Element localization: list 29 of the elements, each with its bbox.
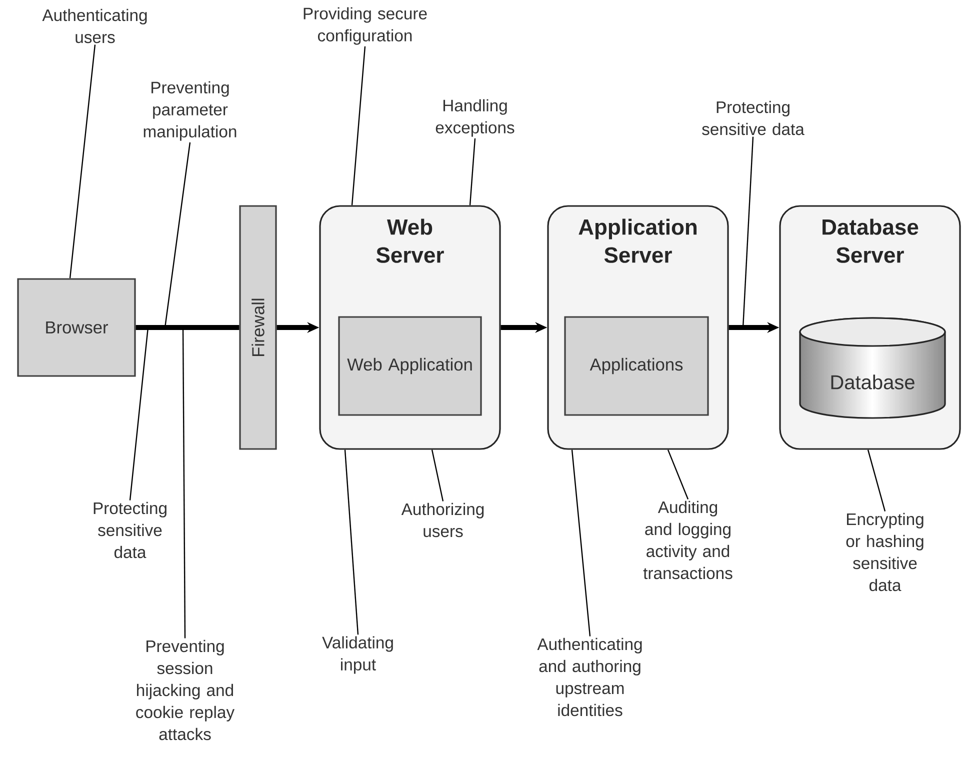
- inner-box: Web Application: [338, 316, 482, 416]
- leader-line: [351, 46, 366, 206]
- leader-line: [667, 450, 689, 500]
- leader-line: [742, 136, 754, 328]
- leader-line: [571, 450, 591, 636]
- inner-box: Browser: [17, 278, 136, 377]
- callout-text: Authorizing users: [401, 502, 484, 538]
- database-cylinder: Database: [799, 317, 946, 419]
- callout-text: Authenticating and authoring upstream identities: [537, 638, 642, 716]
- callout-text: Encrypting or hashing sensitive data: [846, 512, 924, 592]
- callout-text: Preventing parameter manipulation: [144, 81, 236, 141]
- leader-line: [344, 450, 359, 635]
- leader-line: [182, 328, 186, 638]
- callout-text: Auditing and logging activity and transactions: [643, 500, 732, 580]
- callout-text: Protecting sensitive data: [94, 502, 166, 558]
- inner-box: Applications: [564, 316, 709, 416]
- callout-text: Authenticating users: [42, 8, 147, 44]
- callout-text: Providing secure configuration: [304, 7, 427, 45]
- callout-text: Handling exceptions: [436, 99, 514, 137]
- leader-line: [431, 450, 444, 502]
- leader-line: [69, 44, 96, 278]
- leader-line: [164, 142, 191, 328]
- leader-line: [469, 138, 476, 206]
- leader-line: [129, 327, 149, 500]
- firewall-bar: Firewall: [239, 205, 277, 450]
- callout-text: Protecting sensitive data: [702, 100, 804, 136]
- leader-line: [867, 450, 886, 512]
- callout-text: Validating input: [322, 636, 393, 674]
- callout-text: Preventing session hijacking and cookie replay attacks: [136, 640, 234, 740]
